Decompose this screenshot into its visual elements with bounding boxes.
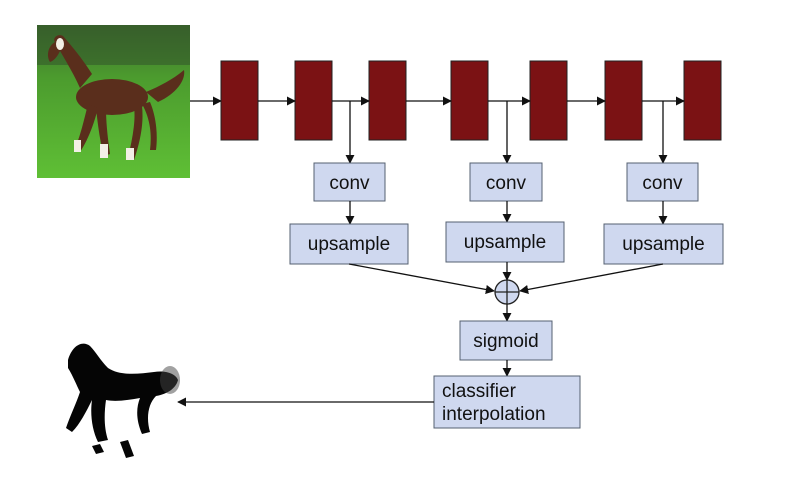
conv-label-3: conv bbox=[642, 173, 683, 194]
classifier-interpolation-box bbox=[433, 375, 581, 429]
sigmoid-box bbox=[459, 320, 553, 361]
layer-block-4 bbox=[450, 60, 489, 141]
conv-label-1: conv bbox=[329, 173, 370, 194]
output-mask-image bbox=[66, 343, 180, 458]
upsample-box-1 bbox=[289, 223, 409, 265]
layer-block-6 bbox=[604, 60, 643, 141]
layer-block-3 bbox=[368, 60, 407, 141]
circled-plus-icon bbox=[494, 279, 520, 305]
backbone bbox=[220, 60, 722, 141]
upsample-label-2: upsample bbox=[464, 232, 546, 253]
layer-block-5 bbox=[529, 60, 568, 141]
input-horse-image bbox=[37, 25, 190, 178]
upsample-box-2 bbox=[445, 221, 565, 263]
layer-block-1 bbox=[220, 60, 259, 141]
classifier-label-line2: interpolation bbox=[442, 404, 546, 425]
upsample-label-3: upsample bbox=[622, 234, 704, 255]
sigmoid-label: sigmoid bbox=[473, 331, 538, 352]
classifier-label-line1: classifier bbox=[442, 381, 517, 402]
conv-box-3 bbox=[626, 162, 699, 202]
upsample-label-1: upsample bbox=[308, 234, 390, 255]
arrow-upsample1-to-sum bbox=[348, 263, 495, 294]
branch-1: conv upsample bbox=[289, 162, 409, 265]
branch-3: conv upsample bbox=[603, 162, 724, 265]
conv-label-2: conv bbox=[486, 173, 527, 194]
upsample-box-3 bbox=[603, 223, 724, 265]
conv-box-2 bbox=[469, 162, 543, 202]
layer-block-2 bbox=[294, 60, 333, 141]
branch-2: conv upsample bbox=[445, 162, 565, 263]
layer-block-7 bbox=[683, 60, 722, 141]
arrow-upsample3-to-sum bbox=[519, 263, 664, 294]
